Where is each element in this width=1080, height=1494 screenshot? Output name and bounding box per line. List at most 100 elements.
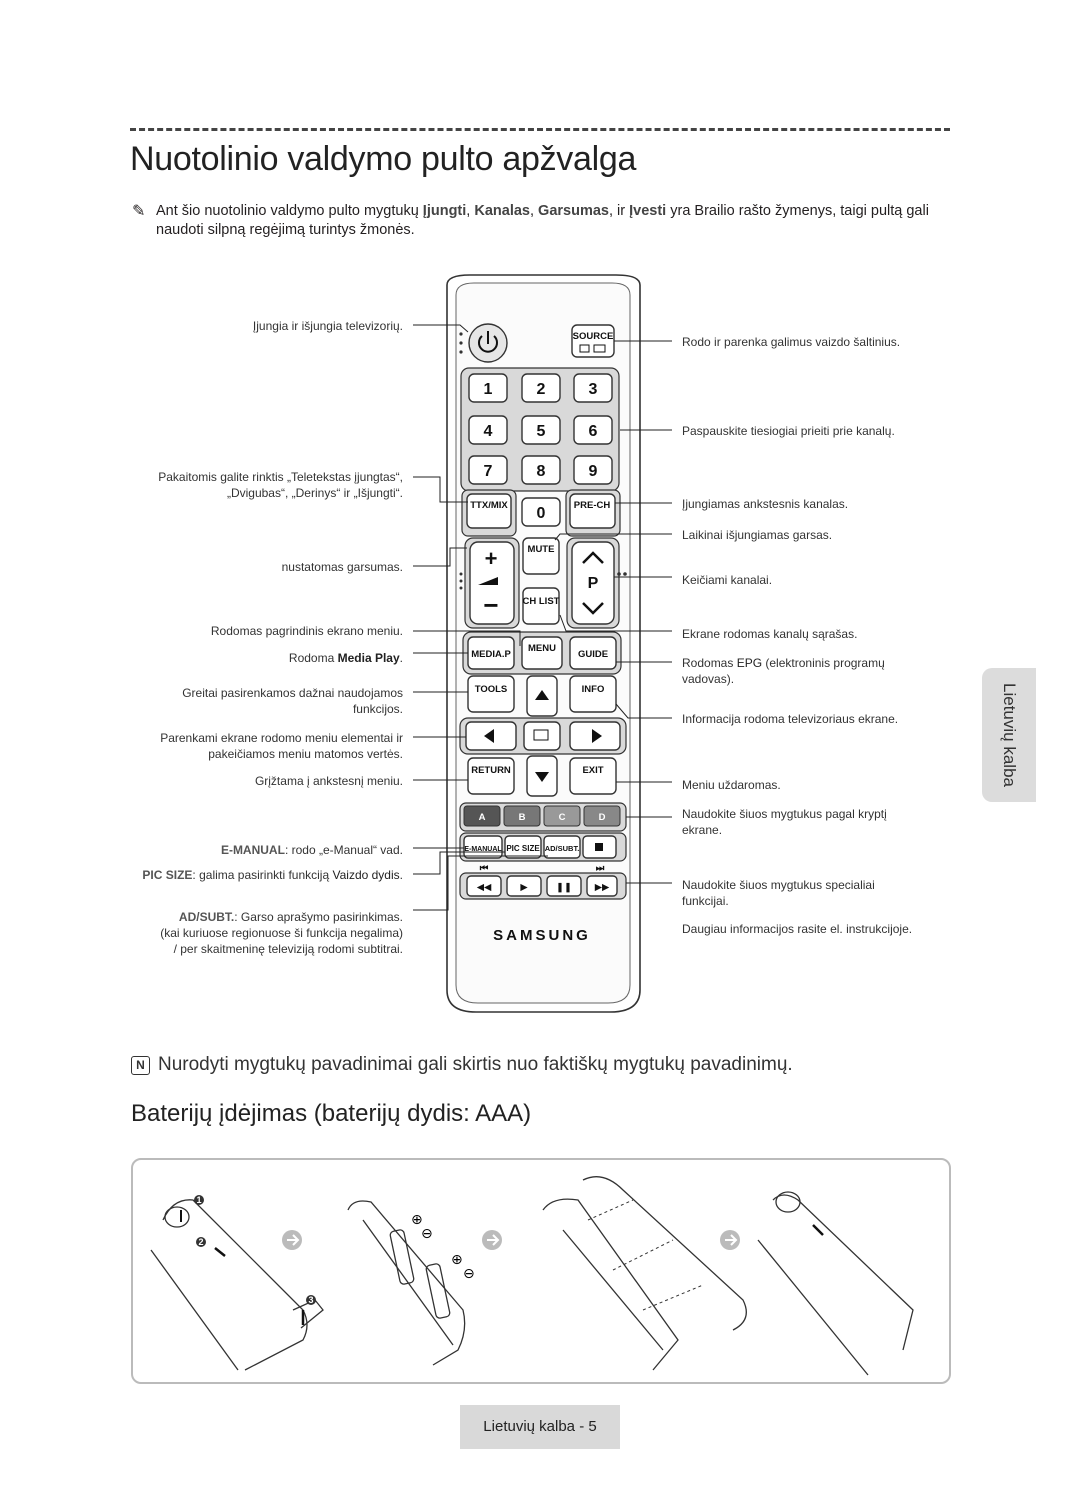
digit-8-button bbox=[521, 455, 561, 485]
ad-subt-button bbox=[543, 835, 581, 859]
color-d-button bbox=[583, 805, 621, 827]
remote-control-illustration: .key{fill:#fff;stroke:#333;stroke-width:… bbox=[413, 274, 672, 1013]
svg-text:▶▶: ▶▶ bbox=[595, 882, 610, 893]
svg-text:3: 3 bbox=[308, 1295, 313, 1305]
menu-button bbox=[521, 636, 563, 670]
exit-button bbox=[569, 757, 617, 795]
svg-text:PIC SIZE: PIC SIZE bbox=[506, 844, 540, 853]
pre-ch-label: Įjungiamas ankstesnis kanalas. bbox=[682, 497, 849, 511]
ttx-mix-button bbox=[466, 493, 512, 529]
pencil-note-icon: ✎ bbox=[132, 203, 146, 220]
power-icon bbox=[478, 335, 498, 353]
svg-text:▶: ▶ bbox=[520, 882, 528, 893]
svg-text:−: − bbox=[483, 590, 498, 620]
info-label: Informacija rodoma televizoriaus ekrane. bbox=[682, 712, 899, 726]
digit-0-button bbox=[521, 497, 561, 527]
pause-button bbox=[546, 875, 582, 897]
battery-installation-illustration: .ln{fill:none;stroke:#333;stroke-width:1… bbox=[150, 1176, 914, 1376]
more-info-label: Daugiau informacijos rasite el. instrukc… bbox=[682, 922, 913, 936]
volume-label: nustatomas garsumas. bbox=[281, 560, 403, 574]
mute-label: Laikinai išjungiamas garsas. bbox=[682, 528, 833, 542]
svg-text:⊕: ⊕ bbox=[411, 1211, 423, 1227]
digit-1-button bbox=[468, 373, 508, 403]
numbers-label: Paspauskite tiesiogiai prieiti prie kana… bbox=[682, 424, 895, 438]
digit-3-label: 3 bbox=[589, 381, 598, 398]
color-d-label: D bbox=[599, 812, 606, 823]
digit-5-button bbox=[521, 415, 561, 445]
battery-steps-panel: .ln{fill:none;stroke:#333;stroke-width:1… bbox=[131, 1158, 951, 1384]
color-a-button bbox=[463, 805, 501, 827]
page-title: Nuotolinio valdymo pulto apžvalga bbox=[130, 140, 637, 178]
svg-text:⊖: ⊖ bbox=[421, 1225, 433, 1241]
language-side-tab: Lietuvių kalba bbox=[982, 668, 1036, 802]
svg-text:CH LIST: CH LIST bbox=[523, 596, 560, 607]
ad-subt-label: AD/SUBT.: Garso aprašymo pasirinkimas. (… bbox=[160, 910, 403, 956]
guide-button bbox=[569, 636, 617, 670]
menu-label: Rodomas pagrindinis ekrano meniu. bbox=[210, 624, 403, 638]
svg-text:+: + bbox=[485, 546, 498, 571]
digit-7-label: 7 bbox=[484, 463, 493, 480]
battery-heading: Baterijų įdėjimas (baterijų dydis: AAA) bbox=[131, 1100, 532, 1127]
digit-4-button bbox=[468, 415, 508, 445]
channel-label: Keičiami kanalai. bbox=[682, 573, 773, 587]
color-b-button bbox=[503, 805, 541, 827]
enter-button bbox=[523, 721, 561, 751]
pic-size-button bbox=[504, 835, 542, 859]
digit-5-label: 5 bbox=[537, 423, 546, 440]
svg-text:MENU: MENU bbox=[528, 643, 556, 654]
svg-text:P: P bbox=[588, 575, 599, 592]
media-play-label: Rodoma Media Play. bbox=[288, 651, 403, 665]
svg-text:INFO: INFO bbox=[582, 684, 605, 695]
svg-text:AD/SUBT.: AD/SUBT. bbox=[545, 844, 580, 853]
e-manual-label: E-MANUAL: rodo „e-Manual“ vad. bbox=[220, 843, 403, 857]
svg-text:GUIDE: GUIDE bbox=[578, 649, 608, 660]
svg-text:⏮: ⏮ bbox=[480, 863, 489, 874]
svg-text:E-MANUAL: E-MANUAL bbox=[464, 846, 502, 853]
pre-ch-button bbox=[569, 493, 616, 529]
mute-button bbox=[522, 537, 560, 575]
pic-size-label: PIC SIZE: galima pasirinkti funkciją Vai… bbox=[142, 868, 403, 882]
digit-1-label: 1 bbox=[484, 381, 493, 398]
digit-7-button bbox=[468, 455, 508, 485]
rewind-button bbox=[466, 875, 502, 897]
digit-6-label: 6 bbox=[589, 423, 598, 440]
digit-0-label: 0 bbox=[537, 505, 546, 522]
digit-9-button bbox=[573, 455, 613, 485]
svg-text:⊖: ⊖ bbox=[463, 1265, 475, 1281]
svg-text:SAMSUNG: SAMSUNG bbox=[493, 927, 591, 944]
tools-button bbox=[467, 675, 515, 713]
svg-text:PRE-CH: PRE-CH bbox=[574, 500, 611, 511]
svg-text:❚❚: ❚❚ bbox=[556, 882, 572, 893]
svg-text:MUTE: MUTE bbox=[528, 544, 555, 555]
arrows-label: Parenkami ekrane rodomo meniu elementai … bbox=[160, 731, 403, 761]
digit-9-label: 9 bbox=[589, 463, 598, 480]
power-label: Įjungia ir išjungia televizorių. bbox=[252, 319, 403, 333]
return-label: Grįžtama į ankstesnį meniu. bbox=[254, 774, 403, 788]
svg-text:1: 1 bbox=[196, 1195, 201, 1205]
svg-text:TTX/MIX: TTX/MIX bbox=[470, 500, 508, 511]
svg-text:SOURCE: SOURCE bbox=[573, 331, 614, 342]
guide-label: Rodomas EPG (elektroninis programų vadov… bbox=[682, 656, 885, 686]
return-button bbox=[467, 757, 515, 795]
digit-2-label: 2 bbox=[537, 381, 546, 398]
source-label: Rodo ir parenka galimus vaizdo šaltinius… bbox=[682, 335, 901, 349]
digit-4-label: 4 bbox=[484, 423, 493, 440]
svg-text:⏭: ⏭ bbox=[596, 863, 605, 874]
svg-text:2: 2 bbox=[198, 1237, 203, 1247]
digit-6-button bbox=[573, 415, 613, 445]
braille-note: ✎ Ant šio nuotolinio valdymo pulto mygtu… bbox=[132, 203, 929, 238]
ch-list-button bbox=[522, 587, 560, 625]
svg-text:⊕: ⊕ bbox=[451, 1251, 463, 1267]
color-a-label: A bbox=[479, 812, 486, 823]
note-icon: N bbox=[131, 1056, 150, 1075]
digit-8-label: 8 bbox=[537, 463, 546, 480]
ttx-label: Pakaitomis galite rinktis „Teletekstas į… bbox=[158, 470, 403, 500]
svg-text:RETURN: RETURN bbox=[471, 765, 511, 776]
play-button bbox=[506, 875, 542, 897]
title-divider bbox=[130, 128, 950, 131]
svg-text:◀◀: ◀◀ bbox=[477, 882, 492, 893]
exit-label: Meniu uždaromas. bbox=[682, 778, 781, 792]
